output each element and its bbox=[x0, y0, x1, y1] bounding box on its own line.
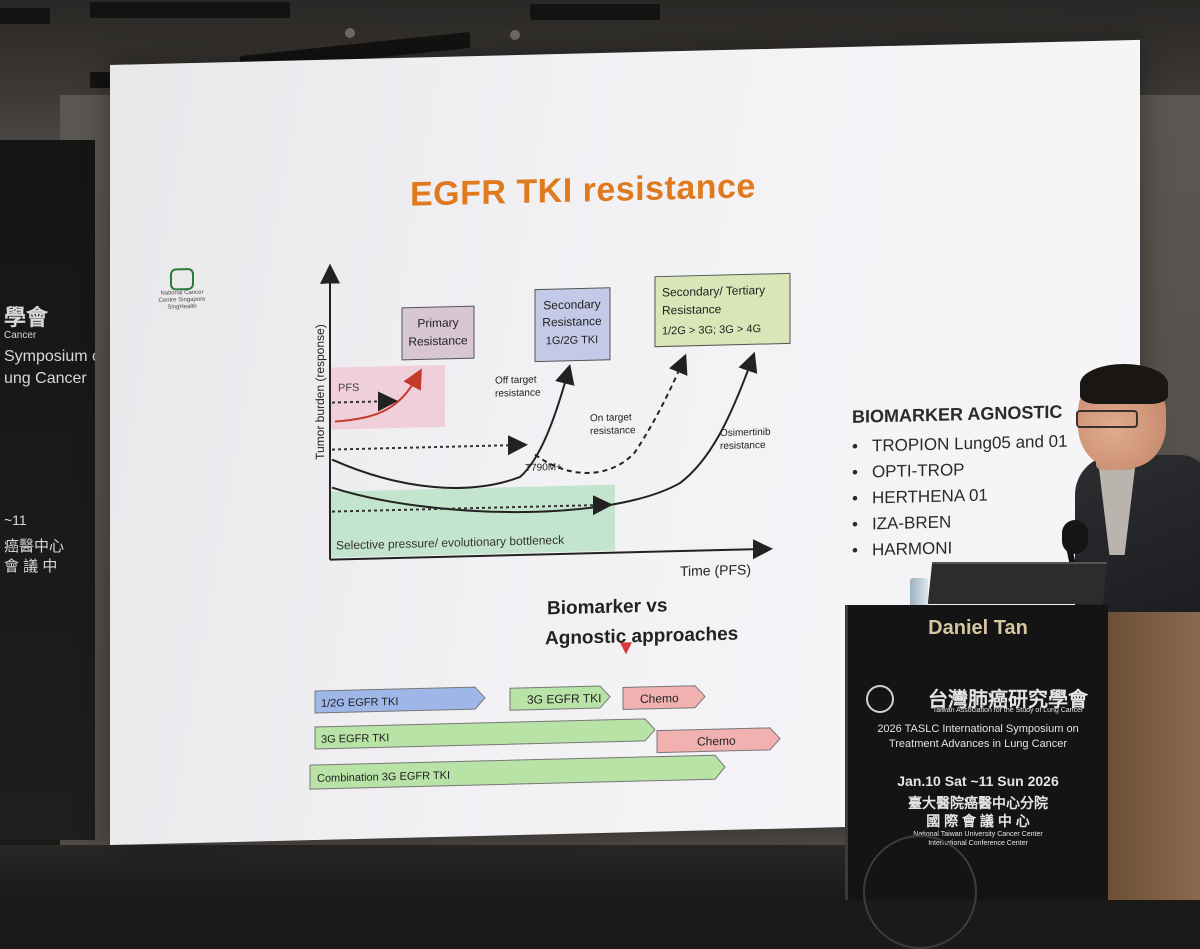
event-title: 2026 TASLC International Symposium on bbox=[877, 723, 1079, 735]
event-dates: Jan.10 Sat ~11 Sun 2026 bbox=[897, 773, 1059, 789]
off-target-label: Off target bbox=[495, 375, 537, 387]
microphone-icon bbox=[1062, 520, 1088, 554]
pfs-dotted-arrow bbox=[332, 435, 528, 456]
box-text: Secondary bbox=[543, 297, 600, 312]
off-target-label: resistance bbox=[495, 387, 541, 399]
banner-text: 癌醫中心 bbox=[4, 538, 65, 555]
box-text: Secondary/ Tertiary bbox=[662, 283, 765, 300]
podium-decor-circle bbox=[863, 835, 977, 949]
speaker-hair bbox=[1080, 364, 1168, 404]
osimertinib-label: Osimertinib bbox=[720, 427, 771, 439]
banner-text: 會 議 中 bbox=[4, 558, 58, 575]
resistance-diagram: Tumor burden (response) Time (PFS) Prima… bbox=[313, 263, 791, 655]
org-name-zh: 台灣肺癌研究學會 bbox=[928, 689, 1088, 711]
list-item: TROPION Lung05 and 01 bbox=[852, 429, 1068, 460]
glasses-icon bbox=[1076, 410, 1138, 428]
list-item: HARMONI bbox=[852, 533, 1068, 564]
pointer-triangle bbox=[620, 642, 632, 655]
venue-en: National Taiwan University Cancer Center bbox=[913, 831, 1043, 838]
podium-side-panel bbox=[1100, 612, 1200, 900]
box-text: Primary bbox=[417, 315, 458, 330]
bar-3g-egfr: 3G EGFR TKI bbox=[509, 685, 611, 711]
osimertinib-label: resistance bbox=[720, 440, 766, 452]
laptop bbox=[927, 562, 1108, 604]
water-bottle bbox=[910, 578, 928, 606]
box-text: Resistance bbox=[408, 333, 468, 348]
nccs-logo: National Cancer Centre Singapore SingHea… bbox=[152, 267, 212, 329]
bottleneck-label: Selective pressure/ evolutionary bottlen… bbox=[336, 533, 565, 553]
secondary-curve bbox=[331, 364, 575, 489]
venue-zh: 臺大醫院癌醫中心分院 bbox=[908, 795, 1048, 811]
bar-label: Combination 3G EGFR TKI bbox=[317, 770, 450, 785]
nccs-logo-icon bbox=[170, 267, 194, 291]
on-target-label: On target bbox=[590, 412, 632, 424]
bar-label: Chemo bbox=[697, 734, 736, 749]
box-text: Resistance bbox=[662, 302, 722, 317]
slide-title: EGFR TKI resistance bbox=[410, 167, 756, 214]
projector-screen: EGFR TKI resistance National Cancer Cent… bbox=[110, 39, 1140, 846]
banner-text: 學會 bbox=[4, 305, 49, 330]
biomarker-agnostic-list: BIOMARKER AGNOSTIC TROPION Lung05 and 01… bbox=[852, 402, 1068, 564]
bar-chemo: Chemo bbox=[622, 685, 706, 710]
on-target-label: resistance bbox=[590, 425, 636, 437]
speaker-name-plate: Daniel Tan bbox=[928, 617, 1028, 639]
bar-12g-egfr: 1/2G EGFR TKI bbox=[314, 686, 486, 714]
primary-resistance-box: Primary Resistance bbox=[401, 305, 475, 361]
box-text: 1/2G > 3G; 3G > 4G bbox=[662, 323, 761, 337]
taslc-emblem-icon bbox=[866, 685, 894, 713]
ceiling-light bbox=[510, 30, 520, 40]
banner-text: Cancer bbox=[4, 330, 37, 341]
banner-text: ~11 bbox=[4, 512, 27, 528]
on-target-curve bbox=[534, 353, 688, 474]
bar-combination-3g: Combination 3G EGFR TKI bbox=[309, 754, 726, 790]
venue-en: International Conference Center bbox=[928, 840, 1028, 847]
pfs-dotted-arrow bbox=[332, 391, 398, 412]
x-axis bbox=[330, 539, 773, 561]
x-axis-label: Time (PFS) bbox=[680, 561, 751, 579]
tertiary-resistance-box: Secondary/ Tertiary Resistance 1/2G > 3G… bbox=[654, 272, 791, 348]
ceiling-light bbox=[345, 28, 355, 38]
event-title: Treatment Advances in Lung Cancer bbox=[888, 738, 1068, 750]
biomarker-heading: Biomarker vs Agnostic approaches bbox=[545, 590, 738, 655]
y-axis-label: Tumor burden (response) bbox=[313, 324, 327, 460]
banner-text: Symposium o bbox=[4, 348, 95, 365]
box-text: Resistance bbox=[542, 314, 602, 329]
biomarker-heading-line: Agnostic approaches bbox=[545, 623, 739, 650]
biomarker-heading-line: Biomarker vs bbox=[547, 595, 668, 620]
bar-label: 1/2G EGFR TKI bbox=[321, 696, 398, 710]
ceiling-vent bbox=[530, 4, 660, 20]
bar-3g-egfr-long: 3G EGFR TKI bbox=[314, 718, 656, 750]
t790m-label: T790M+ bbox=[525, 462, 562, 474]
osimertinib-curve bbox=[331, 351, 758, 514]
box-text: 1G/2G TKI bbox=[546, 334, 598, 347]
bar-chemo-long: Chemo bbox=[656, 727, 781, 754]
logo-text: SingHealth bbox=[167, 303, 197, 311]
org-name-en: Taiwan Association for the Study of Lung… bbox=[932, 707, 1084, 714]
podium: Daniel Tan 台灣肺癌研究學會 Taiwan Association f… bbox=[845, 605, 1108, 949]
bar-label: 3G EGFR TKI bbox=[321, 732, 389, 746]
bar-label: Chemo bbox=[640, 691, 679, 706]
banner-text: ung Cancer bbox=[4, 370, 87, 387]
agnostic-title: BIOMARKER AGNOSTIC bbox=[852, 401, 1063, 427]
pfs-label: PFS bbox=[338, 382, 359, 395]
secondary-resistance-box: Secondary Resistance 1G/2G TKI bbox=[534, 287, 611, 363]
left-event-banner: 學會 Cancer Symposium o ung Cancer ~11 癌醫中… bbox=[0, 140, 95, 840]
venue-zh: 國 際 會 議 中 心 bbox=[926, 813, 1030, 829]
ceiling-vent bbox=[90, 2, 290, 18]
bar-label: 3G EGFR TKI bbox=[527, 691, 601, 707]
treatment-bars: 1/2G EGFR TKI 3G EGFR TKI Chemo 3G EGFR … bbox=[309, 685, 781, 790]
ceiling-vent bbox=[0, 8, 50, 24]
